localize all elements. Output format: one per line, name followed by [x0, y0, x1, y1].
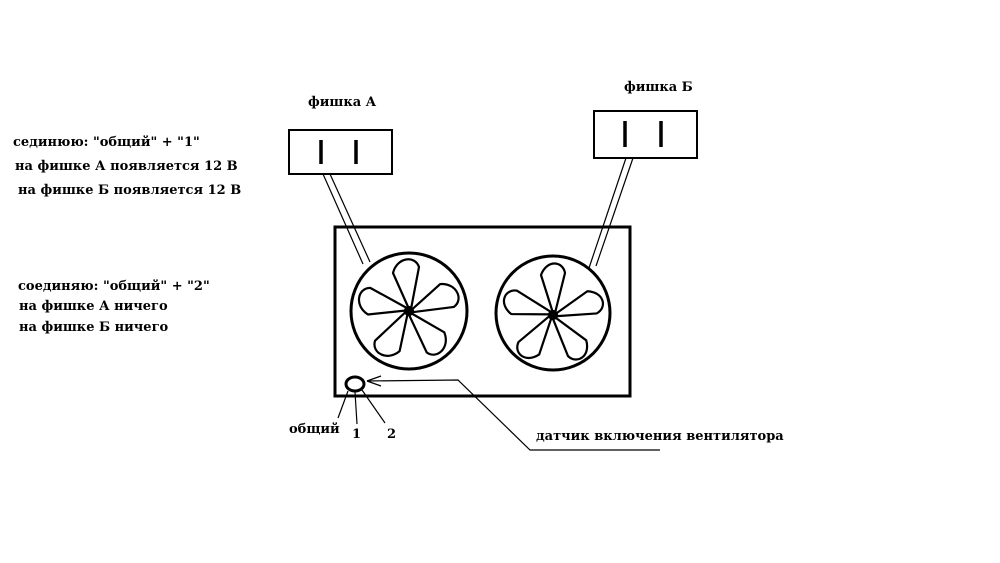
- connector-a-label: фишка А: [308, 95, 377, 110]
- sensor-leads: [337, 389, 386, 425]
- sensor-pointer: [366, 375, 660, 451]
- connector-a-box: [288, 129, 393, 175]
- note-case1-line2: на фишке А появляется 12 В: [15, 159, 238, 174]
- pin-1-label: 1: [352, 427, 362, 442]
- fan-sensor: [344, 375, 366, 393]
- pin-2-label: 2: [387, 427, 397, 442]
- note-case2-line3: на фишке Б ничего: [19, 320, 169, 335]
- note-case2-line1: соединяю: "общий" + "2": [18, 279, 210, 294]
- sensor-label: датчик включения вентилятора: [536, 429, 784, 444]
- connector-b-wire: [588, 157, 634, 269]
- radiator-frame: [333, 225, 632, 398]
- connector-b-box: [593, 110, 698, 159]
- note-case1-line1: сединюю: "общий" + "1": [13, 135, 200, 150]
- fan-left: [349, 251, 469, 371]
- connector-a-wire: [322, 173, 371, 265]
- connector-b-label: фишка Б: [624, 80, 693, 95]
- note-case1-line3: на фишке Б появляется 12 В: [18, 183, 242, 198]
- note-case2-line2: на фишке А ничего: [19, 299, 168, 314]
- fan-right: [494, 254, 612, 372]
- pin-common-label: общий: [289, 422, 340, 437]
